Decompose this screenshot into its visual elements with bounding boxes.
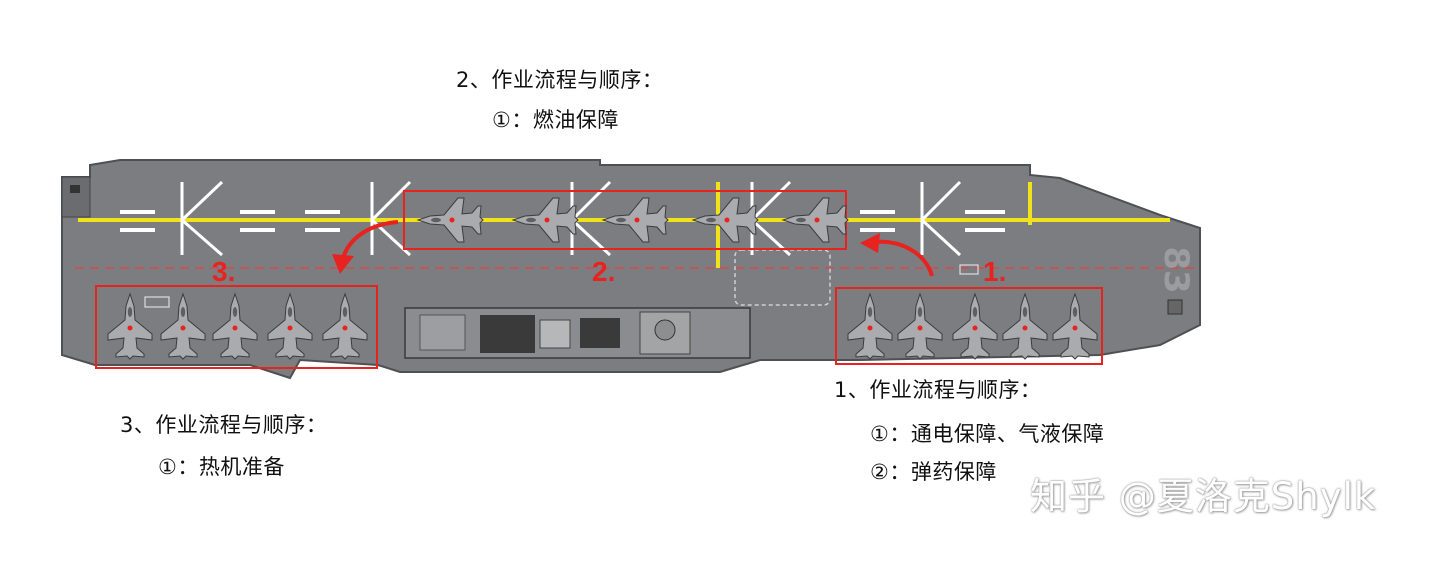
watermark: 知乎 @夏洛克Shylk [1030, 475, 1377, 518]
aircraft-fuel-2 [511, 197, 579, 243]
flow-arrow-1-to-2 [860, 233, 934, 277]
stage3-heading: 3、作业流程与顺序： [120, 413, 328, 437]
fuel-row-aircraft [416, 197, 849, 243]
aircraft-fuel-3 [601, 197, 669, 243]
aircraft-warmup-2 [160, 292, 206, 360]
aircraft-ammo-5 [1052, 292, 1098, 360]
small-hatch [959, 264, 979, 275]
aircraft-warmup-4 [267, 292, 313, 360]
stage1-marker: 1. [983, 256, 1007, 287]
aircraft-warmup-5 [322, 292, 368, 360]
aircraft-ammo-3 [952, 292, 998, 360]
aircraft-fuel-1 [416, 197, 484, 243]
aircraft-ammo-2 [897, 292, 943, 360]
stage2-item-1: ①：燃油保障 [492, 108, 619, 132]
stage1-highlight-box [835, 287, 1103, 365]
stage3-item-1: ①：热机准备 [158, 455, 285, 479]
small-hatch-left [144, 296, 170, 308]
aircraft-fuel-4 [691, 197, 759, 243]
aircraft-ammo-1 [847, 292, 893, 360]
aircraft-warmup-3 [212, 292, 258, 360]
stage2-marker: 2. [592, 256, 616, 287]
stage3-marker: 3. [212, 256, 236, 287]
warmup-row-aircraft [107, 292, 368, 360]
island-superstructure [404, 307, 751, 359]
aircraft-fuel-5 [781, 197, 849, 243]
stage1-heading: 1、作业流程与顺序： [834, 378, 1042, 402]
aircraft-warmup-1 [107, 292, 153, 360]
stage3-highlight-box [95, 285, 378, 369]
stage1-item-1: ①：通电保障、气液保障 [870, 422, 1105, 446]
aircraft-ammo-4 [1002, 292, 1048, 360]
deck-elevator [734, 249, 831, 306]
deck-dashes [120, 210, 1005, 232]
ammo-row-aircraft [847, 292, 1098, 360]
stage2-heading: 2、作业流程与顺序： [456, 68, 664, 92]
hull-number: 83 [1156, 246, 1196, 293]
flow-arrow-2-to-3 [332, 220, 399, 274]
stage1-item-2: ②：弹药保障 [870, 460, 997, 484]
